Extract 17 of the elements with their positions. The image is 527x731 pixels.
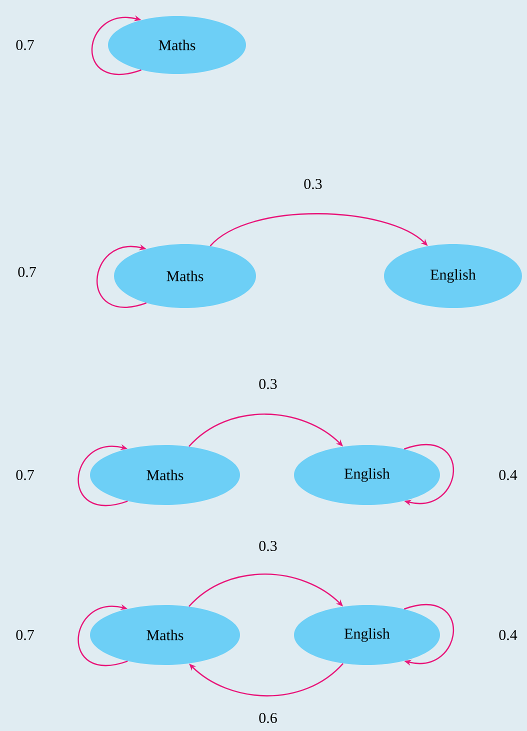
edge-label: 0.7 xyxy=(14,628,36,642)
edge-label: 0.3 xyxy=(258,540,278,552)
arrow xyxy=(96,244,147,308)
arrow xyxy=(91,15,142,75)
edge-label: 0.3 xyxy=(302,178,324,190)
edge-label: 0.6 xyxy=(258,712,278,724)
edge-label: 0.7 xyxy=(14,468,36,482)
arrow xyxy=(78,444,128,506)
edge-label: 0.4 xyxy=(498,468,518,482)
arrow xyxy=(404,604,454,666)
edge-label: 0.7 xyxy=(16,266,38,278)
edge-label: 0.4 xyxy=(498,628,518,642)
arrow xyxy=(189,663,344,696)
arrow xyxy=(78,604,128,666)
edge-label: 0.7 xyxy=(14,38,36,52)
arrow xyxy=(404,444,454,506)
edge-label: 0.3 xyxy=(258,378,278,390)
